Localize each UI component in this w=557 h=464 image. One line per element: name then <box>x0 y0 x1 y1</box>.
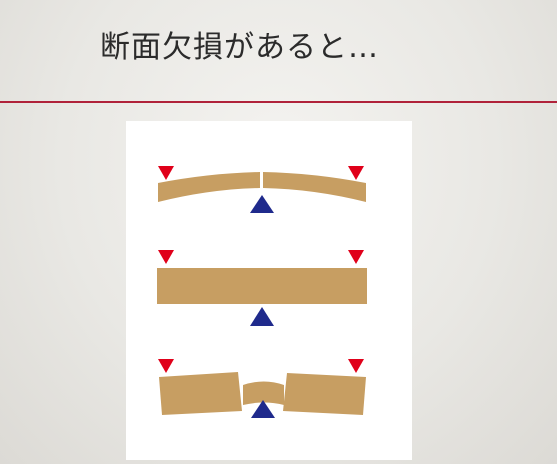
title-divider <box>0 101 557 103</box>
support-icon <box>250 307 274 326</box>
support-icon <box>250 195 274 213</box>
scenario-straight-beam <box>157 250 367 326</box>
beam-illustration-panel <box>126 121 412 460</box>
load-right-icon <box>348 359 364 373</box>
scenario-section-loss-beam <box>158 359 366 418</box>
load-left-icon <box>158 359 174 373</box>
load-left-icon <box>158 250 174 264</box>
beam-right-half <box>263 172 366 202</box>
beam-right-block <box>283 373 366 415</box>
load-left-icon <box>158 166 174 180</box>
beam-illustration <box>157 166 367 418</box>
load-right-icon <box>348 166 364 180</box>
beam <box>157 268 367 304</box>
load-right-icon <box>348 250 364 264</box>
beam-left-half <box>158 172 260 202</box>
scenario-bent-beam <box>158 166 366 213</box>
slide-title: 断面欠損があると… <box>100 30 379 65</box>
support-icon <box>251 400 275 418</box>
beam-notched-center <box>243 381 284 405</box>
beam-left-block <box>159 372 242 415</box>
